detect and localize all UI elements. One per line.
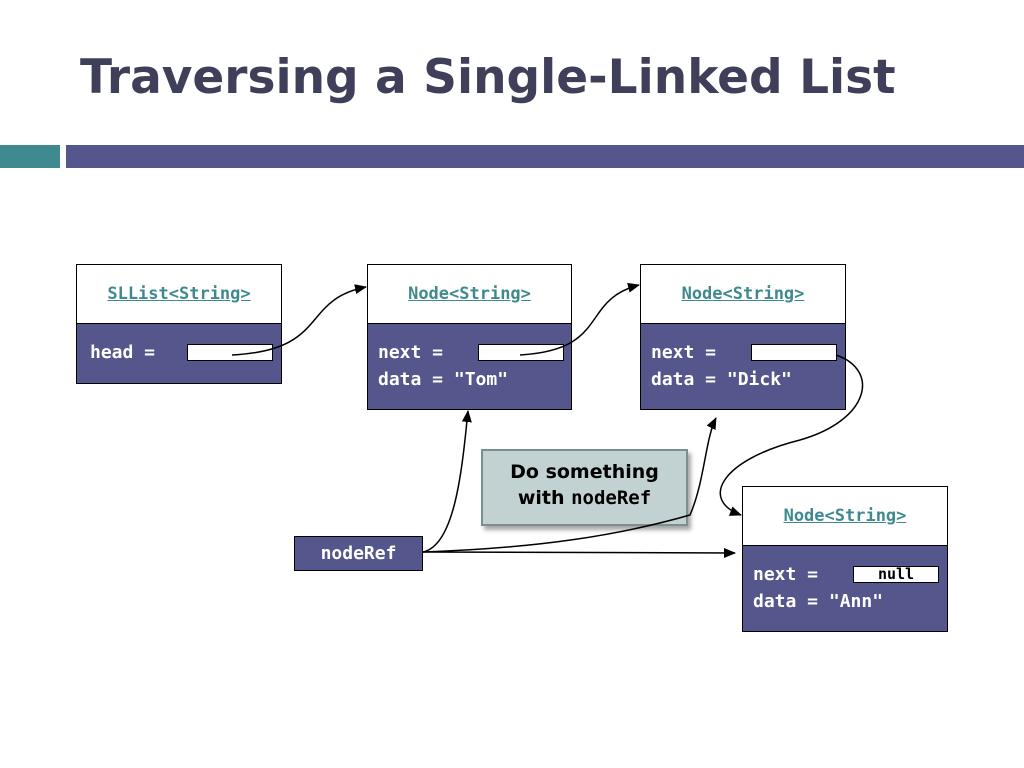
node-type-label: Node<String> [408,284,531,304]
callout-line-2: with nodeRef [483,487,686,509]
next-field-label: next = [651,342,727,363]
node-tom-header: Node<String> [368,265,571,324]
noderef-box: nodeRef [294,536,423,571]
accent-bar-purple [66,145,1024,168]
node-type-label: Node<String> [681,284,805,304]
sllist-type-label: SLList<String> [107,284,251,304]
head-field-label: head = [90,342,166,363]
node-ann-header: Node<String> [743,487,947,546]
node-dick-header: Node<String> [641,265,845,324]
slide-title: Traversing a Single-Linked List [80,50,896,105]
node-ann: Node<String> next = null data = "Ann" [742,486,948,632]
accent-bar-teal [0,145,60,168]
node-dick-body: next = data = "Dick" [641,324,845,409]
next-field-label: next = [378,342,454,363]
sllist-box: SLList<String> head = [76,264,282,384]
node-dick: Node<String> next = data = "Dick" [640,264,846,410]
callout-box: Do something with nodeRef [481,449,688,526]
noderef-to-tom-arrow [422,410,472,553]
head-pointer-slot [187,344,273,361]
callout-line-2-prefix: with [517,487,572,509]
callout-line-1: Do something [510,461,659,483]
noderef-to-ann-arrow [422,547,736,558]
null-pointer-slot: null [853,566,939,583]
data-field-label: data = "Ann" [753,591,884,612]
next-field-label: next = [753,564,829,585]
callout-code: nodeRef [571,487,652,509]
next-pointer-slot [478,344,564,361]
node-type-label: Node<String> [783,506,907,526]
node-tom-body: next = data = "Tom" [368,324,571,409]
data-field-label: data = "Tom" [378,369,509,390]
node-ann-body: next = null data = "Ann" [743,546,947,631]
node-tom: Node<String> next = data = "Tom" [367,264,572,410]
sllist-body: head = [77,324,281,383]
data-field-label: data = "Dick" [651,369,792,390]
sllist-header: SLList<String> [77,265,281,324]
next-pointer-slot [751,344,837,361]
